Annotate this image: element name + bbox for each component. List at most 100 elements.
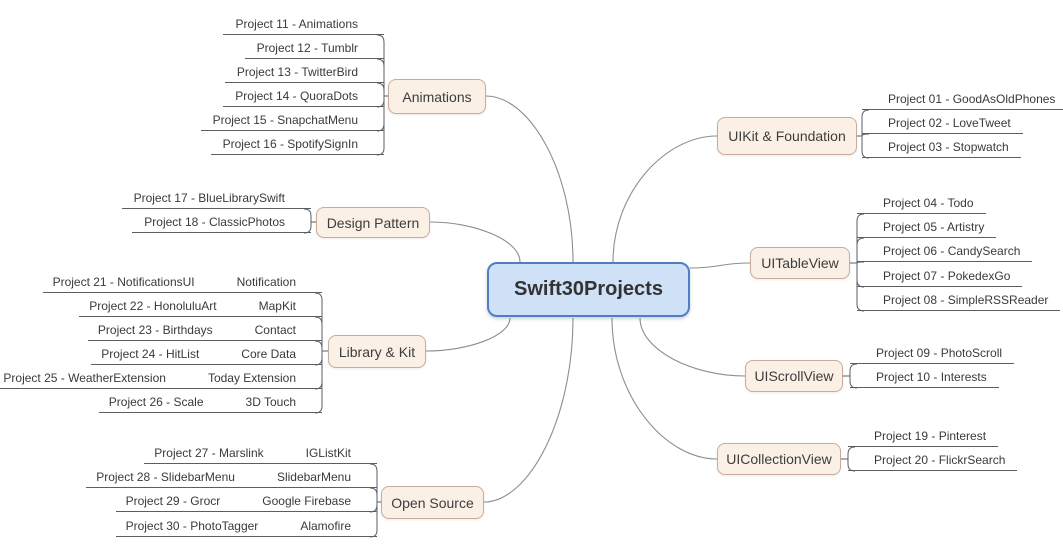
leaf-topic-animations-2[interactable]: Project 13 - TwitterBird [224,62,384,83]
branch-topic-uicollectionview[interactable]: UICollectionView [717,443,841,475]
leaf-topic-uikit-foundation-2[interactable]: Project 03 - Stopwatch [862,137,1021,158]
leaf-label: Project 27 - Marslink [154,446,264,460]
leaf-topic-open-source-2[interactable]: Project 29 - Grocr Google Firebase [115,491,377,512]
bracket-line-animations [376,34,385,96]
leaf-label: Project 17 - BlueLibrarySwift [133,191,285,205]
leaf-topic-open-source-3[interactable]: Project 30 - PhotoTagger Alamofire [115,516,377,537]
branch-curve-library-kit [425,317,511,352]
leaf-topic-animations-3[interactable]: Project 14 - QuoraDots [223,86,384,107]
branch-topic-library-kit[interactable]: Library & Kit [328,335,426,368]
leaf-tag-label: Contact [254,323,296,337]
leaf-topic-open-source-1[interactable]: Project 28 - SlidebarMenu SlidebarMenu [86,467,377,488]
leaf-label: Project 18 - ClassicPhotos [144,215,285,229]
leaf-label: Project 10 - Interests [876,370,987,384]
leaf-topic-library-kit-4[interactable]: Project 25 - WeatherExtension Today Exten… [0,368,322,389]
bracket-line-uitableview [856,237,865,263]
bracket-line-open-source [369,487,378,502]
leaf-tag-label: Today Extension [207,371,296,385]
leaf-label: Project 23 - Birthdays [97,323,213,337]
leaf-label: Project 30 - PhotoTagger [125,519,259,533]
leaf-topic-uitableview-2[interactable]: Project 06 - CandySearch [857,241,1033,262]
bracket-line-animations [376,82,385,96]
leaf-topic-animations-5[interactable]: Project 16 - SpotifySignIn [210,134,384,155]
leaf-label: Project 29 - Grocr [125,494,221,508]
leaf-label: Project 14 - QuoraDots [235,89,358,103]
leaf-topic-uitableview-1[interactable]: Project 05 - Artistry [857,217,997,238]
branch-curve-open-source [483,317,574,503]
branch-curve-animations [485,95,574,263]
bracket-line-animations [376,58,385,96]
leaf-topic-uitableview-0[interactable]: Project 04 - Todo [857,193,986,214]
bracket-line-uikit-foundation [861,133,870,137]
leaf-label: Project 11 - Animations [235,17,358,31]
leaf-topic-uicollectionview-1[interactable]: Project 20 - FlickrSearch [848,450,1018,471]
branch-curve-uiscrollview [639,317,746,377]
leaf-tag-label: Core Data [241,347,296,361]
leaf-topic-design-pattern-1[interactable]: Project 18 - ClassicPhotos [132,212,311,233]
leaf-label: Project 19 - Pinterest [874,429,987,443]
leaf-label: Project 01 - GoodAsOldPhones [888,92,1056,106]
bracket-line-design-pattern [303,208,312,222]
leaf-tag-label: Google Firebase [262,494,351,508]
branch-topic-uiscrollview[interactable]: UIScrollView [745,360,843,392]
leaf-label: Project 16 - SpotifySignIn [222,137,358,151]
bracket-line-library-kit [314,340,323,351]
leaf-topic-library-kit-3[interactable]: Project 24 - HitList Core Data [91,344,322,365]
leaf-label: Project 08 - SimpleRSSReader [883,293,1049,307]
leaf-topic-uiscrollview-1[interactable]: Project 10 - Interests [850,367,999,388]
leaf-topic-library-kit-2[interactable]: Project 23 - Birthdays Contact [87,320,322,341]
branch-curve-uikit-foundation [612,135,718,263]
branch-topic-open-source[interactable]: Open Source [381,486,484,519]
leaf-topic-uikit-foundation-1[interactable]: Project 02 - LoveTweet [862,113,1023,134]
leaf-topic-uiscrollview-0[interactable]: Project 09 - PhotoScroll [850,343,1015,364]
leaf-topic-uitableview-3[interactable]: Project 07 - PokedexGo [857,266,1023,287]
leaf-label: Project 13 - TwitterBird [236,65,358,79]
leaf-topic-open-source-0[interactable]: Project 27 - Marslink IGListKit [144,443,377,464]
leaf-label: Project 15 - SnapchatMenu [212,113,358,127]
branch-topic-uitableview[interactable]: UITableView [750,247,850,279]
branch-topic-design-pattern[interactable]: Design Pattern [316,207,430,238]
bracket-line-uikit-foundation [861,109,870,136]
leaf-topic-design-pattern-0[interactable]: Project 17 - BlueLibrarySwift [121,188,311,209]
leaf-label: Project 22 - HonoluluArt [89,299,217,313]
leaf-label: Project 25 - WeatherExtension [3,371,166,385]
leaf-tag-label: 3D Touch [245,395,296,409]
leaf-label: Project 05 - Artistry [883,220,985,234]
leaf-label: Project 02 - LoveTweet [888,116,1011,130]
central-topic[interactable]: Swift30Projects [487,262,690,317]
bracket-line-library-kit [314,292,323,351]
branch-curve-uicollectionview [611,317,718,460]
leaf-topic-library-kit-1[interactable]: Project 22 - HonoluluArt MapKit [79,296,322,317]
leaf-label: Project 20 - FlickrSearch [874,453,1006,467]
leaf-label: Project 04 - Todo [883,196,974,210]
bracket-line-uicollectionview [847,446,856,459]
bracket-line-open-source [369,463,378,502]
leaf-label: Project 06 - CandySearch [883,244,1021,258]
bracket-line-uiscrollview [849,363,858,376]
leaf-topic-uicollectionview-0[interactable]: Project 19 - Pinterest [848,426,999,447]
leaf-tag-label: IGListKit [305,446,351,460]
branch-curve-design-pattern [429,221,521,263]
leaf-label: Project 09 - PhotoScroll [876,346,1003,360]
leaf-topic-animations-0[interactable]: Project 11 - Animations [223,14,384,35]
leaf-label: Project 07 - PokedexGo [883,269,1011,283]
leaf-tag-label: Notification [236,275,296,289]
leaf-topic-animations-1[interactable]: Project 12 - Tumblr [244,38,384,59]
branch-topic-uikit-foundation[interactable]: UIKit & Foundation [717,117,857,155]
leaf-tag-label: SlidebarMenu [276,470,351,484]
leaf-label: Project 24 - HitList [101,347,200,361]
leaf-label: Project 28 - SlidebarMenu [96,470,235,484]
leaf-label: Project 21 - NotificationsUI [52,275,195,289]
leaf-topic-animations-4[interactable]: Project 15 - SnapchatMenu [200,110,384,131]
branch-curve-uitableview [689,262,751,269]
leaf-label: Project 03 - Stopwatch [888,140,1009,154]
leaf-tag-label: Alamofire [300,519,351,533]
leaf-tag-label: MapKit [258,299,296,313]
branch-topic-animations[interactable]: Animations [388,79,486,114]
bracket-line-uitableview [856,261,865,264]
leaf-topic-uikit-foundation-0[interactable]: Project 01 - GoodAsOldPhones [862,89,1063,110]
leaf-topic-uitableview-4[interactable]: Project 08 - SimpleRSSReader [857,290,1061,311]
leaf-topic-library-kit-0[interactable]: Project 21 - NotificationsUI Notification [42,272,322,293]
